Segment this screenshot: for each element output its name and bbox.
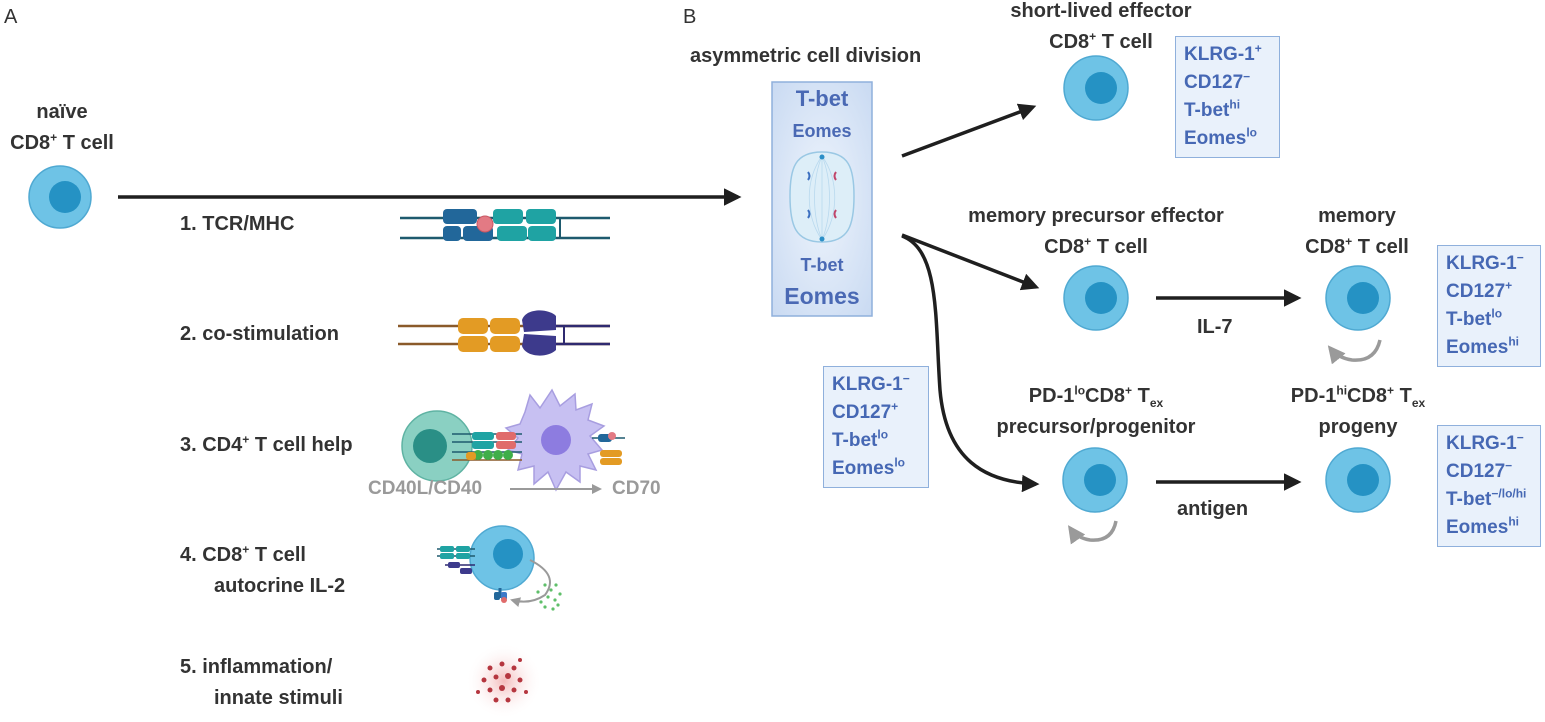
step-autocrine-il2: 4. CD8+ T cell autocrine IL-2 — [180, 542, 346, 597]
slec-label: short-lived effector CD8+ T cell — [1010, 0, 1192, 53]
step-cd4-help: 3. CD4+ T cell help — [180, 432, 353, 456]
memory-cell — [1325, 265, 1391, 331]
tex-progeny-label: PD-1hiCD8+ Tex progeny — [1290, 383, 1426, 438]
cd4-help-icon — [401, 388, 625, 494]
eomes-bottom-label: Eomes — [784, 283, 860, 309]
tex-self-renewal-arrow — [1067, 520, 1118, 545]
memory-cell-label: memory CD8+ T cell — [1305, 205, 1409, 258]
cd70-label: CD70 — [612, 478, 661, 499]
costimulation-icon — [398, 310, 610, 356]
inflammation-icon — [466, 643, 542, 719]
asymmetric-division-title: asymmetric cell division — [690, 45, 922, 67]
arrow-to-slec — [901, 103, 1037, 158]
step-costimulation: 2. co-stimulation — [180, 323, 339, 345]
panel-label-b: B — [683, 6, 697, 28]
asymmetric-division-box — [771, 81, 873, 317]
tbet-bottom-label: T-bet — [800, 255, 844, 275]
eomes-top-label: Eomes — [792, 121, 852, 141]
panel-label-a: A — [4, 6, 18, 28]
autocrine-il2-icon — [437, 525, 562, 611]
step-tcr-mhc: 1. TCR/MHC — [180, 213, 295, 235]
tbet-top-label: T-bet — [795, 86, 849, 111]
naive-cd8-cell — [28, 165, 92, 229]
arrow-to-tex-precursor — [901, 234, 1040, 493]
cd40l-cd40-label: CD40L/CD40 — [368, 478, 483, 499]
mpec-label: memory precursor effector CD8+ T cell — [968, 205, 1224, 258]
tex-precursor-marker-box: KLRG-1− CD127+ T-betlo Eomeslo — [823, 366, 929, 488]
memory-self-renewal-arrow — [1327, 339, 1382, 365]
step-inflammation: 5. inflammation/ innate stimuli — [180, 656, 343, 709]
tcr-mhc-icon — [400, 209, 610, 241]
tex-progeny-marker-box: KLRG-1− CD127− T-bet−/lo/hi Eomeshi — [1437, 425, 1541, 547]
memory-marker-box: KLRG-1− CD127+ T-betlo Eomeshi — [1437, 245, 1541, 367]
antigen-label: antigen — [1177, 498, 1249, 520]
mpec-cell — [1063, 265, 1129, 331]
naive-cell-label: naïve CD8+ T cell — [10, 101, 114, 154]
tex-progeny-cell — [1325, 447, 1391, 513]
tex-precursor-cell — [1062, 447, 1128, 513]
slec-marker-box: KLRG-1+ CD127− T-bethi Eomeslo — [1175, 36, 1280, 158]
arrow-to-mpec — [901, 233, 1040, 291]
slec-cell — [1063, 55, 1129, 121]
tex-precursor-label: PD-1loCD8+ Tex precursor/progenitor — [996, 383, 1196, 438]
il7-label: IL-7 — [1197, 316, 1233, 338]
